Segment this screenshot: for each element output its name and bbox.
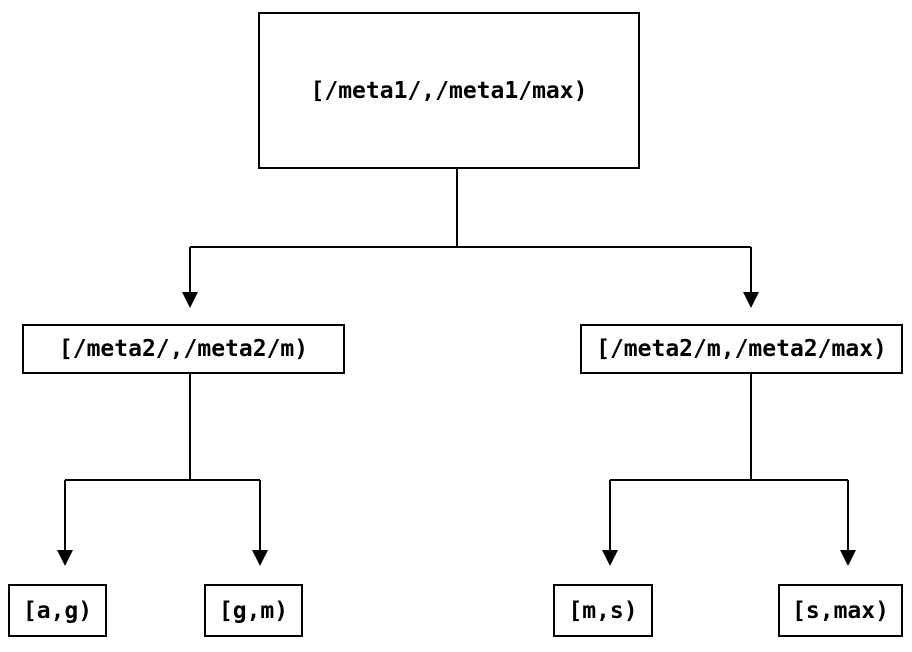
edge-left-children (57, 374, 268, 566)
tree-node-left: [/meta2/,/meta2/m) (22, 324, 345, 374)
tree-leaf-ms-label: [m,s) (568, 597, 638, 624)
arrowhead-to-leaf-ms (602, 550, 618, 566)
tree-node-root-label: [/meta1/,/meta1/max) (310, 77, 588, 104)
tree-leaf-ag-label: [a,g) (22, 597, 93, 624)
tree-leaf-ms: [m,s) (553, 584, 653, 637)
arrowhead-to-leaf-ag (57, 550, 73, 566)
tree-node-right-label: [/meta2/m,/meta2/max) (596, 336, 887, 362)
edge-right-children (602, 374, 856, 566)
tree-node-root: [/meta1/,/meta1/max) (258, 12, 640, 169)
arrowhead-to-leaf-smax (840, 550, 856, 566)
arrowhead-to-leaf-gm (252, 550, 268, 566)
tree-leaf-smax: [s,max) (778, 584, 903, 637)
tree-leaf-smax-label: [s,max) (792, 597, 889, 624)
tree-leaf-gm-label: [g,m) (218, 597, 289, 624)
edge-root-children (182, 169, 759, 308)
tree-leaf-gm: [g,m) (204, 584, 303, 637)
tree-leaf-ag: [a,g) (8, 584, 107, 637)
tree-node-left-label: [/meta2/,/meta2/m) (58, 336, 309, 362)
tree-node-right: [/meta2/m,/meta2/max) (580, 324, 903, 374)
arrowhead-to-left (182, 292, 198, 308)
arrowhead-to-right (743, 292, 759, 308)
